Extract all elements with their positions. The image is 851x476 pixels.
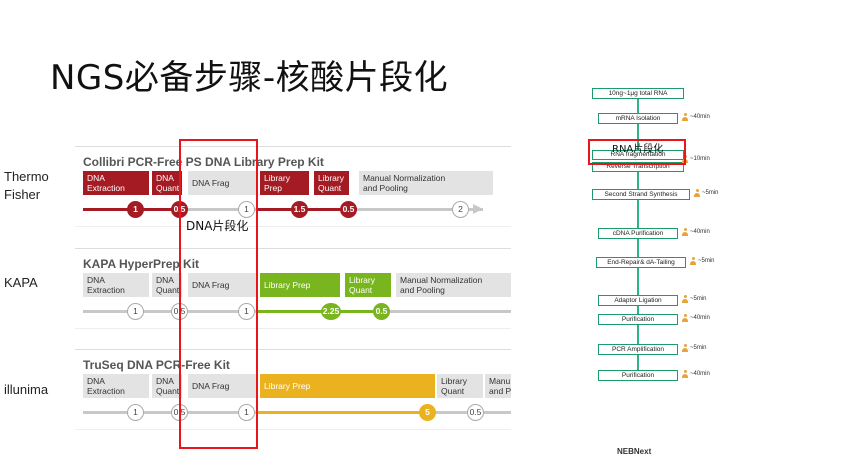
flow-arrow (637, 172, 639, 189)
slide-title: NGS必备步骤-核酸片段化 (50, 58, 449, 98)
nebnext-flow: 10ng~1μg total RNA mRNA Isolation RNA fr… (578, 80, 728, 400)
time-dot: 0.5 (467, 404, 484, 421)
flow-step: End-Repair& dA-Tailing (596, 257, 686, 268)
flow-arrow (637, 99, 639, 113)
flow-step: 10ng~1μg total RNA (592, 88, 684, 99)
person-icon (682, 113, 688, 121)
person-icon (682, 344, 688, 352)
time-dot: 1 (127, 404, 144, 421)
time-dot: 2 (452, 201, 469, 218)
time-dot: 1 (238, 404, 255, 421)
flow-arrow (637, 124, 639, 150)
flow-step: Adaptor Ligation (598, 295, 678, 306)
flow-arrow (637, 200, 639, 228)
time-dot: 0.5 (340, 201, 357, 218)
person-icon (682, 228, 688, 236)
flow-time: ~5min (698, 258, 715, 264)
time-dot: 0.5 (373, 303, 390, 320)
flow-arrow (637, 268, 639, 295)
person-icon (682, 370, 688, 378)
step-dna-frag: DNA Frag (188, 374, 256, 398)
step-dna-quant: DNA Quant (152, 171, 182, 195)
flow-time: ~5min (690, 296, 707, 302)
flow-step: Second Strand Synthesis (592, 189, 690, 200)
time-dot: 1.5 (291, 201, 308, 218)
vendor-thermo: Thermo Fisher (4, 169, 49, 202)
flow-time: ~40min (690, 315, 710, 321)
step-manual-normalization: Manual Normalization and Pooling (396, 273, 511, 297)
time-dot: 1 (127, 303, 144, 320)
flow-step: PCR Amplification (598, 344, 678, 355)
step-library-prep: Library Prep (260, 273, 340, 297)
time-dot: 1 (127, 201, 144, 218)
person-icon (690, 257, 696, 265)
step-dna-quant: DNA Quant (152, 374, 182, 398)
panel-kapa: KAPA HyperPrep Kit DNA Extraction DNA Qu… (75, 248, 511, 328)
panel-title: TruSeq DNA PCR-Free Kit (83, 358, 230, 372)
step-dna-frag: DNA Frag (188, 273, 256, 297)
time-dot: 1 (238, 201, 255, 218)
person-icon (682, 314, 688, 322)
person-icon (682, 295, 688, 303)
flow-time: ~40min (690, 114, 710, 120)
flow-time: ~10min (690, 156, 710, 162)
panel-collibri: Collibri PCR-Free PS DNA Library Prep Ki… (75, 146, 511, 226)
flow-step: Reverse Transcription (592, 162, 684, 172)
timeline-segment (257, 411, 429, 414)
rna-frag-label: RNA片段化 (612, 144, 664, 155)
flow-arrow (637, 355, 639, 370)
vendor-kapa: KAPA (4, 275, 38, 290)
time-dot: 2.25 (321, 303, 341, 320)
panel-title: KAPA HyperPrep Kit (83, 257, 200, 271)
step-library-prep: Library Prep (260, 374, 435, 398)
nebnext-brand: NEBNext (617, 447, 652, 456)
vendor-illumina: illunima (4, 382, 49, 397)
flow-time: ~40min (690, 229, 710, 235)
rna-frag-highlight (588, 139, 686, 165)
time-dot: 5 (419, 404, 436, 421)
flow-arrow (637, 306, 639, 314)
flow-step: Purification (598, 370, 678, 381)
step-manual-normalization: Manual Normalization and Pooling (359, 171, 493, 195)
flow-time: ~5min (690, 345, 707, 351)
person-icon (694, 189, 700, 197)
flow-arrow (637, 239, 639, 257)
flow-step: cDNA Purification (598, 228, 678, 239)
panel-title: Collibri PCR-Free PS DNA Library Prep Ki… (83, 155, 324, 169)
step-dna-quant: DNA Quant (152, 273, 182, 297)
timeline-arrow-icon (473, 204, 483, 214)
step-library-quant: Library Quant (345, 273, 391, 297)
step-manual-normalization: Manu and P (485, 374, 511, 398)
flow-step: mRNA Isolation (598, 113, 678, 124)
flow-time: ~5min (702, 190, 719, 196)
step-dna-extraction: DNA Extraction (83, 273, 149, 297)
flow-arrow (637, 325, 639, 344)
step-library-quant: Library Quant (314, 171, 349, 195)
flow-time: ~40min (690, 371, 710, 377)
dna-frag-label: DNA片段化 (186, 219, 249, 233)
panel-truseq: TruSeq DNA PCR-Free Kit DNA Extraction D… (75, 349, 511, 429)
time-dot: 1 (238, 303, 255, 320)
dna-frag-highlight (179, 139, 258, 449)
step-dna-extraction: DNA Extraction (83, 374, 149, 398)
step-library-prep: Library Prep (260, 171, 309, 195)
flow-step: Purification (598, 314, 678, 325)
step-dna-frag: DNA Frag (188, 171, 256, 195)
step-dna-extraction: DNA Extraction (83, 171, 149, 195)
step-library-quant: Library Quant (437, 374, 483, 398)
